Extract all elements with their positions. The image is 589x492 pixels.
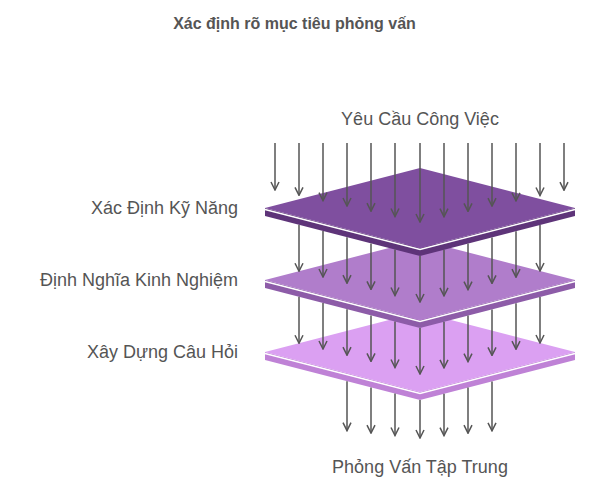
flow-arrow xyxy=(443,250,445,296)
flow-arrow xyxy=(539,225,541,271)
flow-label: Yêu Cầu Công Việc xyxy=(300,108,540,130)
flow-arrow xyxy=(467,143,469,211)
plate-face xyxy=(265,312,575,392)
flow-arrow xyxy=(346,143,348,206)
flow-arrow xyxy=(394,250,396,296)
flow-arrow xyxy=(467,244,469,290)
flow-arrow xyxy=(515,231,517,277)
flow-arrow xyxy=(491,309,493,355)
flow-arrow xyxy=(491,143,493,206)
flow-arrow xyxy=(539,297,541,343)
flow-arrow xyxy=(515,303,517,349)
flow-arrow xyxy=(394,394,396,436)
flow-arrow xyxy=(419,143,421,222)
flow-arrow xyxy=(370,243,372,289)
flow-arrow xyxy=(370,387,372,433)
plate-highlight xyxy=(265,282,575,322)
flow-arrow xyxy=(322,231,324,277)
flow-arrow xyxy=(443,394,445,436)
flow-label: Phỏng Vấn Tập Trung xyxy=(300,456,540,478)
plate-shape xyxy=(265,168,575,256)
edge-layer xyxy=(299,225,300,343)
flow-arrow xyxy=(419,400,421,438)
flow-arrow xyxy=(394,143,396,217)
flow-arrow xyxy=(443,322,445,368)
flow-arrow xyxy=(563,143,565,190)
flow-arrow xyxy=(370,315,372,361)
flow-arrow xyxy=(346,237,348,283)
flow-arrow xyxy=(322,143,324,201)
flow-arrow xyxy=(298,143,300,195)
flow-arrow xyxy=(346,381,348,431)
layer-plate: Xác Định Kỹ Năng xyxy=(265,168,575,256)
flow-connector xyxy=(298,297,300,343)
flow-arrow xyxy=(491,381,493,430)
flow-connector xyxy=(298,225,300,271)
diagram-title: Xác định rõ mục tiêu phỏng vấn xyxy=(0,13,589,35)
plate-highlight xyxy=(265,210,575,250)
flow-arrow xyxy=(515,143,517,201)
flow-arrow xyxy=(322,303,324,349)
plate-face xyxy=(265,240,575,320)
layer-label: Định Nghĩa Kinh Nghiệm xyxy=(0,269,238,291)
flow-arrow xyxy=(274,143,276,190)
layer-label: Xác Định Kỹ Năng xyxy=(0,197,238,219)
layer-label: Xây Dựng Câu Hỏi xyxy=(0,341,238,363)
flow-arrow xyxy=(419,256,421,302)
flow-arrow xyxy=(467,388,469,434)
flow-arrow xyxy=(419,328,421,374)
flow-arrow xyxy=(370,143,372,211)
flow-arrow xyxy=(491,237,493,283)
flow-arrow xyxy=(346,309,348,355)
plate-highlight xyxy=(265,354,575,394)
plate-face xyxy=(265,168,575,248)
flow-arrow xyxy=(443,143,445,217)
flow-arrow xyxy=(539,143,541,196)
flow-arrows xyxy=(275,143,564,438)
flow-arrow xyxy=(394,322,396,368)
flow-arrow xyxy=(467,316,469,362)
